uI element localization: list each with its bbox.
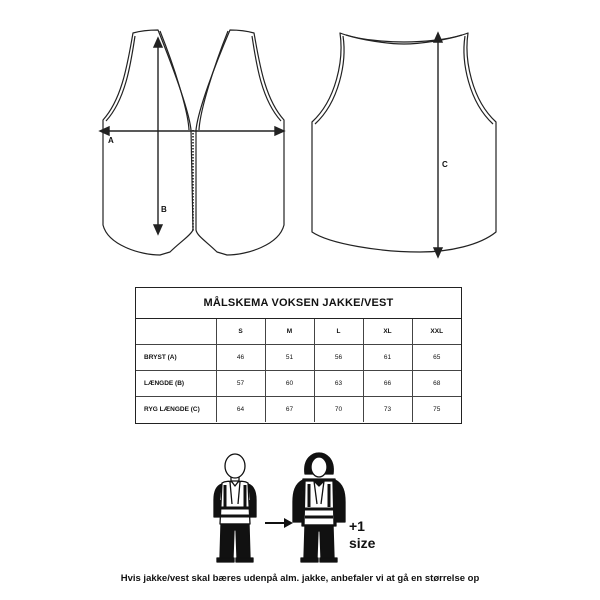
person-jacket-vest-icon <box>292 452 346 563</box>
table-row: RYG LÆNGDE (C) 64 67 70 73 75 <box>136 396 461 422</box>
dimension-label-a: A <box>108 136 114 145</box>
back-vest-diagram: C <box>311 31 497 259</box>
size-up-note: +1 size <box>349 518 375 552</box>
person-vest-icon <box>213 453 257 563</box>
column-header: S <box>215 319 266 345</box>
table-cell: 64 <box>215 396 266 422</box>
table-cell: 51 <box>264 344 315 371</box>
row-label: RYG LÆNGDE (C) <box>136 396 217 422</box>
table-cell: 67 <box>264 396 315 422</box>
table-cell: 70 <box>313 396 364 422</box>
column-header: M <box>264 319 315 345</box>
column-header: XL <box>362 319 413 345</box>
table-row: BRYST (A) 46 51 56 61 65 <box>136 344 461 371</box>
table-cell: 63 <box>313 370 364 397</box>
size-chart-table: MÅLSKEMA VOKSEN JAKKE/VEST S M L XL XXL … <box>135 287 462 424</box>
table-cell: 66 <box>362 370 413 397</box>
table-cell: 61 <box>362 344 413 371</box>
table-cell: 65 <box>411 344 461 371</box>
front-vest-diagram: A B <box>98 29 286 256</box>
corner-cell <box>136 319 217 345</box>
table-cell: 57 <box>215 370 266 397</box>
arrow-right-icon <box>265 518 293 528</box>
table-cell: 60 <box>264 370 315 397</box>
size-chart-title: MÅLSKEMA VOKSEN JAKKE/VEST <box>136 288 461 319</box>
row-label: LÆNGDE (B) <box>136 370 217 397</box>
size-grid: S M L XL XXL BRYST (A) 46 51 56 61 65 LÆ… <box>136 319 461 422</box>
size-header-row: S M L XL XXL <box>136 319 461 345</box>
column-header: L <box>313 319 364 345</box>
table-cell: 68 <box>411 370 461 397</box>
dimension-label-b: B <box>161 205 167 214</box>
size-up-word: size <box>349 535 376 551</box>
column-header: XXL <box>411 319 461 345</box>
table-cell: 56 <box>313 344 364 371</box>
table-row: LÆNGDE (B) 57 60 63 66 68 <box>136 370 461 397</box>
footer-note: Hvis jakke/vest skal bæres udenpå alm. j… <box>120 573 480 584</box>
row-label: BRYST (A) <box>136 344 217 371</box>
table-cell: 46 <box>215 344 266 371</box>
size-up-plus: +1 <box>349 518 365 534</box>
table-cell: 73 <box>362 396 413 422</box>
dimension-label-c: C <box>442 160 448 169</box>
table-cell: 75 <box>411 396 461 422</box>
